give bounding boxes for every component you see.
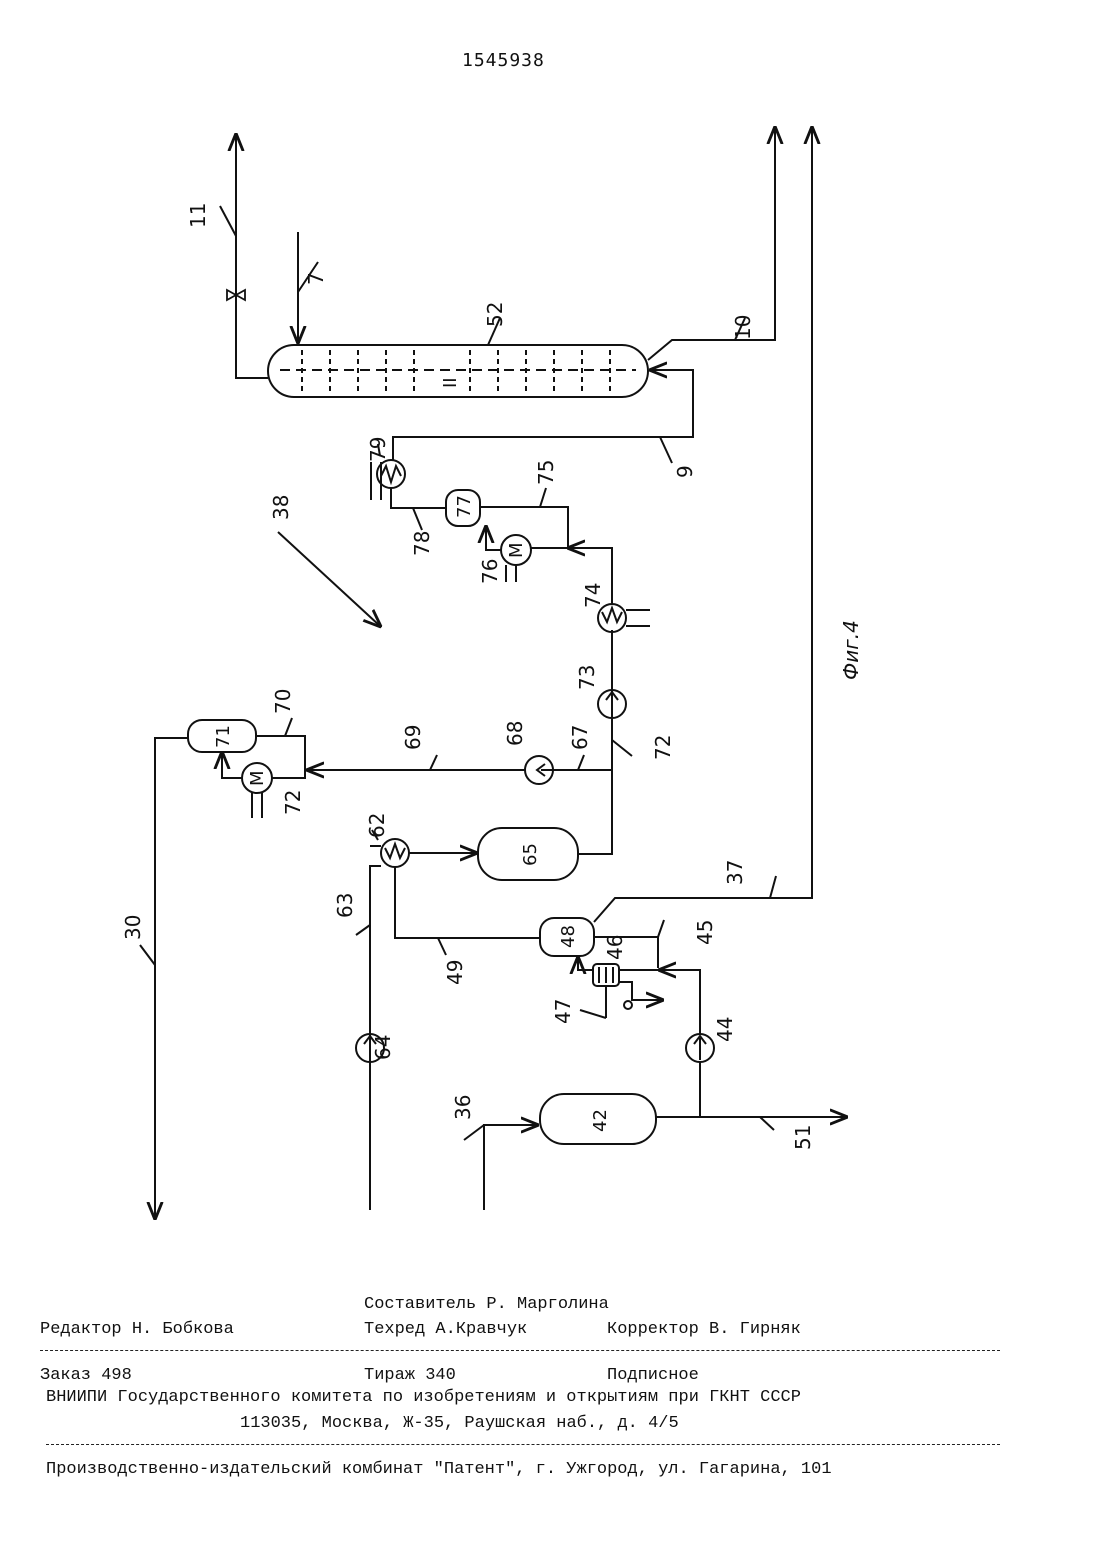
stream-label: 47 [551, 999, 575, 1024]
leader-69 [285, 718, 292, 736]
leader-63 [356, 925, 370, 935]
diagram-line [648, 128, 775, 360]
stream-label: 49 [443, 960, 467, 985]
leader-30 [140, 945, 155, 965]
tank-48-label: 48 [558, 925, 579, 948]
leader-45 [658, 920, 664, 937]
stream-label: 62 [365, 813, 389, 838]
stream-label: 75 [534, 460, 558, 485]
divider-bottom [46, 1444, 1000, 1445]
stream-label: 46 [603, 935, 627, 960]
diagram-line [385, 844, 405, 858]
compiler-text: Составитель Р. Марголина [364, 1295, 609, 1314]
tank-77-label: 77 [454, 495, 475, 518]
diagram-line [155, 738, 188, 1218]
diagram-line [236, 135, 268, 378]
stream-label: 9 [673, 465, 697, 478]
stream-label: 79 [366, 437, 390, 462]
leader-47 [580, 1010, 606, 1018]
leader-72 [612, 740, 632, 756]
tank-71-label: 71 [213, 725, 234, 748]
stream-label: 44 [713, 1017, 737, 1042]
stream-label: 68 [503, 721, 527, 746]
stream-label: 52 [483, 302, 507, 327]
diagram-line [578, 770, 612, 854]
subscription-text: Подписное [607, 1366, 699, 1385]
tech-editor-text: Техред А.Кравчук [364, 1320, 527, 1339]
leader-75 [540, 488, 546, 507]
leader-38 [770, 876, 776, 898]
address-text: 113035, Москва, Ж-35, Раушская наб., д. … [240, 1414, 679, 1433]
stream-label: 73 [575, 665, 599, 690]
diagram-line [393, 370, 693, 460]
column-section-label: II [440, 377, 461, 388]
diagram-line [480, 507, 568, 548]
diagram-line [602, 608, 622, 622]
stream-label: 67 [568, 725, 592, 750]
diagram-line [222, 753, 242, 778]
diagram-line [484, 1125, 537, 1210]
diagram-line [660, 970, 700, 1035]
stream-label: 76 [478, 559, 502, 584]
stream-label: 70 [271, 689, 295, 714]
publisher-text: Производственно-издательский комбинат "П… [46, 1460, 832, 1479]
diagram-line [624, 1001, 632, 1009]
figure-caption: Фиг.4 [839, 620, 863, 680]
diagram-line [486, 527, 501, 550]
corrector-text: Корректор В. Гирняк [607, 1320, 801, 1339]
diagram-line [381, 466, 401, 482]
reboiler-46 [593, 964, 619, 986]
editor-text: Редактор Н. Бобкова [40, 1320, 234, 1339]
diagram-line [395, 867, 540, 938]
leader-68 [430, 755, 437, 770]
stream-label: 64 [371, 1035, 395, 1060]
circulation-text: Тираж 340 [364, 1366, 456, 1385]
stream-label: 11 [186, 203, 210, 228]
leader-11 [220, 206, 236, 236]
stream-label: 78 [410, 531, 434, 556]
stream-label: 36 [451, 1095, 475, 1120]
divider-top [40, 1350, 1000, 1351]
diagram-line [594, 128, 812, 922]
arrow-37 [278, 532, 380, 626]
process-flow-diagram: 11 7 52 10 9 79 75 78 76 74 38 73 72 68 … [0, 0, 1116, 1290]
column-52 [268, 345, 648, 397]
stream-label: 72 [651, 735, 675, 760]
stream-label: 38 [269, 495, 293, 520]
motor-76-label: M [506, 542, 527, 558]
tank-65-label: 65 [520, 843, 541, 866]
diagram-line [619, 982, 662, 1000]
stream-label: 37 [723, 860, 747, 885]
leader-51 [760, 1117, 774, 1130]
stream-label: 45 [693, 920, 717, 945]
stream-label: 63 [333, 893, 357, 918]
order-text: Заказ 498 [40, 1366, 132, 1385]
pump-44 [686, 1034, 714, 1062]
stream-label: 7 [304, 272, 328, 285]
institute-text: ВНИИПИ Государственного комитета по изоб… [46, 1388, 801, 1407]
stream-label: 51 [791, 1125, 815, 1150]
equipment-label-group: II 77 71 65 48 42 M M Фиг.4 [213, 377, 863, 1132]
motor-70-label: M [247, 770, 268, 786]
stream-label: 10 [731, 315, 755, 340]
leader-66 [578, 755, 584, 770]
heater-62 [370, 839, 409, 867]
stream-label: 30 [121, 915, 145, 940]
leader-49 [438, 938, 446, 955]
cooler-79 [371, 460, 405, 500]
leader-78 [413, 508, 422, 530]
leader-36 [464, 1125, 484, 1140]
diagram-line [140, 128, 846, 1218]
tank-42-label: 42 [590, 1109, 611, 1132]
stream-label: 72 [281, 790, 305, 815]
heater-74 [598, 604, 650, 632]
diagram-line [391, 488, 446, 508]
stream-label: 74 [581, 583, 605, 608]
pump-73 [598, 690, 626, 718]
leader-9 [660, 437, 672, 463]
stream-label: 69 [401, 725, 425, 750]
diagram-line [578, 958, 593, 970]
